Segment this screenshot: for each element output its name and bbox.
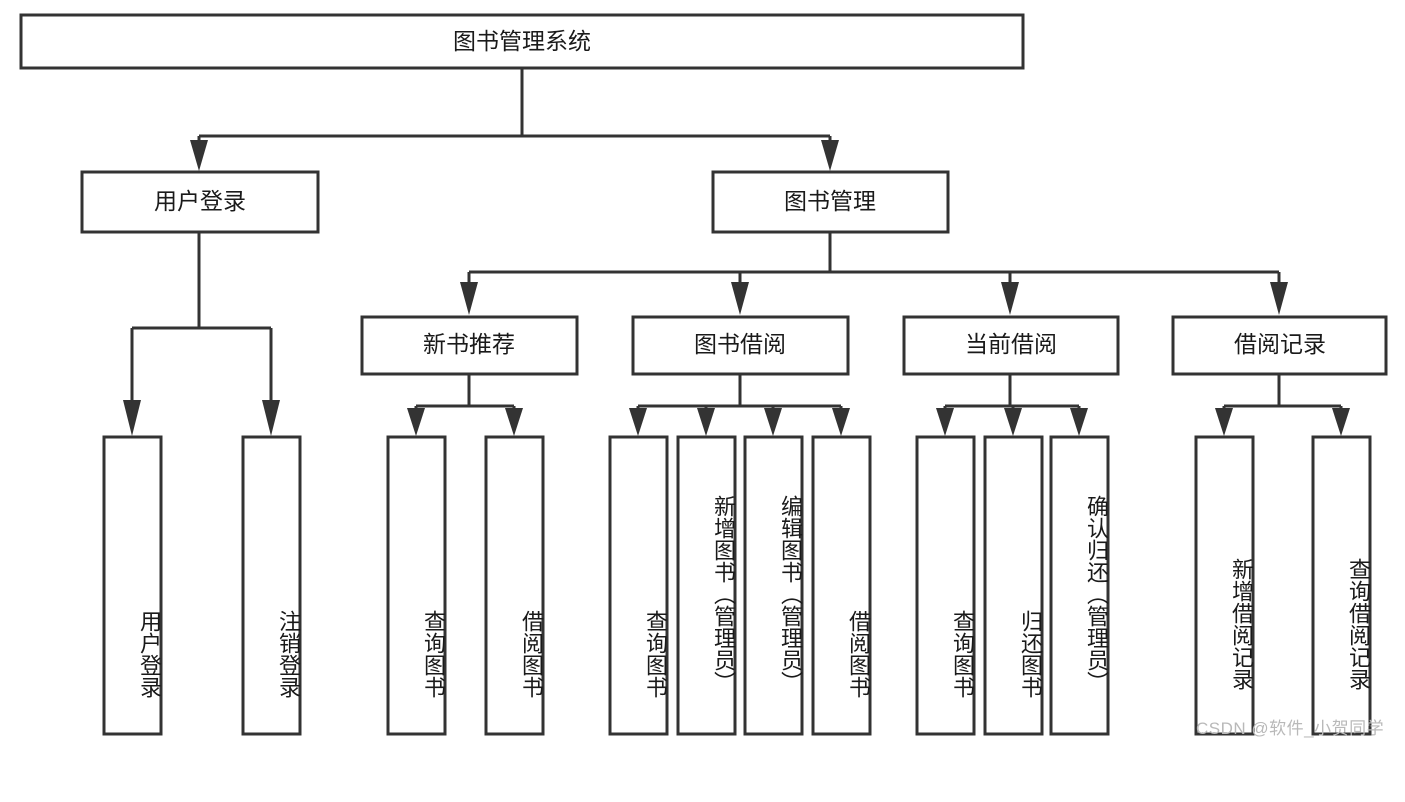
leaf-box-book-borrow-3[interactable]	[743, 435, 804, 736]
arrow-head-leaf-new-book-2	[505, 408, 523, 436]
connector-group-borrow-record	[1215, 374, 1350, 436]
node-book-mgmt-box[interactable]	[711, 170, 950, 234]
node-borrow-record-label: 借阅记录	[1234, 331, 1326, 357]
leaf-box-new-book-2[interactable]	[484, 435, 545, 736]
leaf-group-new-book-recommend	[386, 435, 545, 736]
arrow-head-borrow-record	[1270, 282, 1288, 315]
node-current-borrow-label: 当前借阅	[965, 331, 1057, 357]
arrow-head-leaf-current-borrow-1	[936, 408, 954, 436]
arrow-head-book-mgmt	[821, 140, 839, 171]
arrow-head-user-login	[190, 140, 208, 171]
arrow-head-leaf-book-borrow-3	[764, 408, 782, 436]
node-book-borrow[interactable]: 图书借阅	[631, 315, 850, 376]
connector-group-user-login	[123, 232, 280, 436]
leaf-group-book-borrow	[608, 435, 872, 736]
leaf-box-book-borrow-2[interactable]	[676, 435, 737, 736]
node-current-borrow[interactable]: 当前借阅	[902, 315, 1120, 376]
connector-group-new-book	[407, 374, 523, 436]
connector-group-book-mgmt	[460, 232, 1288, 315]
node-user-login[interactable]: 用户登录	[80, 170, 320, 234]
arrow-head-leaf-user-login-2	[262, 400, 280, 436]
connector-group-current-borrow	[936, 374, 1088, 436]
leaf-group-borrow-record	[1194, 435, 1372, 736]
arrow-head-new-book	[460, 282, 478, 315]
arrow-head-leaf-book-borrow-1	[629, 408, 647, 436]
connector-group-root	[190, 69, 839, 171]
leaf-box-current-borrow-2[interactable]	[983, 435, 1044, 736]
leaf-box-book-borrow-1[interactable]	[608, 435, 669, 736]
node-new-book-recommend-label: 新书推荐	[423, 331, 515, 357]
hierarchy-tree-svg: 图书管理系统 用户登录 图书管理 新书推荐 图书借阅 当前借阅 借阅记录	[19, 13, 1388, 736]
node-borrow-record-box[interactable]	[1171, 315, 1388, 376]
leaf-box-new-book-1[interactable]	[386, 435, 447, 736]
arrow-head-leaf-book-borrow-4	[832, 408, 850, 436]
arrow-head-leaf-user-login-1	[123, 400, 141, 436]
arrow-head-leaf-new-book-1	[407, 408, 425, 436]
leaf-box-user-login-1[interactable]	[102, 435, 163, 736]
arrow-head-leaf-current-borrow-3	[1070, 408, 1088, 436]
node-book-borrow-label: 图书借阅	[694, 331, 786, 357]
arrow-head-leaf-current-borrow-2	[1004, 408, 1022, 436]
arrow-head-leaf-borrow-record-1	[1215, 408, 1233, 436]
node-book-mgmt-label: 图书管理	[784, 188, 876, 214]
node-book-mgmt[interactable]: 图书管理	[711, 170, 950, 234]
watermark-text: CSDN @软件_小贺同学	[1196, 719, 1385, 738]
leaf-box-user-login-2[interactable]	[241, 435, 302, 736]
leaf-group-current-borrow	[915, 435, 1110, 736]
node-book-borrow-box[interactable]	[631, 315, 850, 376]
node-user-login-label: 用户登录	[154, 188, 246, 214]
node-root-label: 图书管理系统	[453, 28, 591, 54]
node-root-box[interactable]	[19, 13, 1025, 70]
leaf-box-current-borrow-1[interactable]	[915, 435, 976, 736]
node-new-book-recommend[interactable]: 新书推荐	[360, 315, 579, 376]
arrow-head-leaf-borrow-record-2	[1332, 408, 1350, 436]
arrow-head-current-borrow	[1001, 282, 1019, 315]
leaf-box-current-borrow-3[interactable]	[1049, 435, 1110, 736]
leaf-box-borrow-record-2[interactable]	[1311, 435, 1372, 736]
node-borrow-record[interactable]: 借阅记录	[1171, 315, 1388, 376]
node-current-borrow-box[interactable]	[902, 315, 1120, 376]
node-root[interactable]: 图书管理系统	[19, 13, 1025, 70]
arrow-head-leaf-book-borrow-2	[697, 408, 715, 436]
leaf-box-borrow-record-1[interactable]	[1194, 435, 1255, 736]
arrow-head-book-borrow	[731, 282, 749, 315]
diagram-canvas: 图书管理系统 用户登录 图书管理 新书推荐 图书借阅 当前借阅 借阅记录	[19, 13, 1388, 738]
node-new-book-recommend-box[interactable]	[360, 315, 579, 376]
node-user-login-box[interactable]	[80, 170, 320, 234]
leaf-group-user-login	[102, 435, 302, 736]
leaf-box-book-borrow-4[interactable]	[811, 435, 872, 736]
connector-group-book-borrow	[629, 374, 850, 436]
